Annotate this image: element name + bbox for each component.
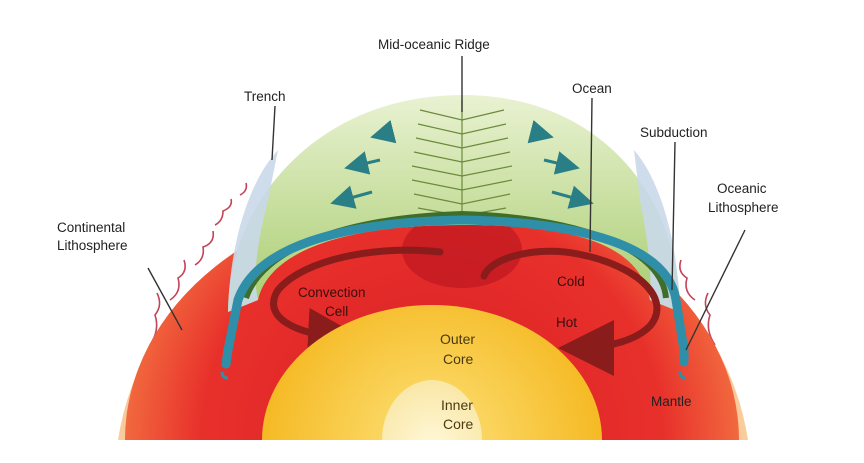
leader-lines [147, 56, 746, 351]
label-outer-core-line1: Outer [440, 331, 475, 347]
label-inner-core-line2: Core [443, 416, 474, 432]
label-continental-line2: Lithosphere [57, 238, 128, 253]
oceanic-plate [233, 215, 689, 367]
oceanic-plate-left [221, 295, 243, 369]
convection-cell-left [270, 246, 444, 364]
label-convection-line2: Cell [325, 304, 348, 319]
label-hot: Hot [556, 315, 577, 330]
label-oceanic-line1: Oceanic [717, 181, 767, 196]
label-outer-core-line2: Core [443, 351, 474, 367]
label-inner-core-line1: Inner [441, 397, 473, 413]
slab-drip-right [678, 371, 687, 380]
label-oceanic-line2: Lithosphere [708, 200, 779, 215]
trench-shading-right [634, 150, 680, 312]
label-mantle: Mantle [651, 394, 692, 409]
label-ocean: Ocean [572, 81, 612, 96]
ridge-rift [411, 100, 513, 222]
label-mid-oceanic-ridge: Mid-oceanic Ridge [378, 37, 490, 52]
spreading-arrows [330, 119, 594, 209]
outer-core [262, 305, 602, 440]
label-cold: Cold [557, 274, 585, 289]
trench-shading-left [228, 150, 278, 312]
ocean-dome [228, 95, 680, 312]
label-continental-line1: Continental [57, 220, 125, 235]
label-trench: Trench [244, 89, 286, 104]
inner-core [382, 380, 482, 440]
label-subduction: Subduction [640, 125, 708, 140]
slab-drip-left [220, 371, 229, 380]
label-convection-line1: Convection [298, 285, 366, 300]
convection-cell-right [480, 247, 661, 376]
